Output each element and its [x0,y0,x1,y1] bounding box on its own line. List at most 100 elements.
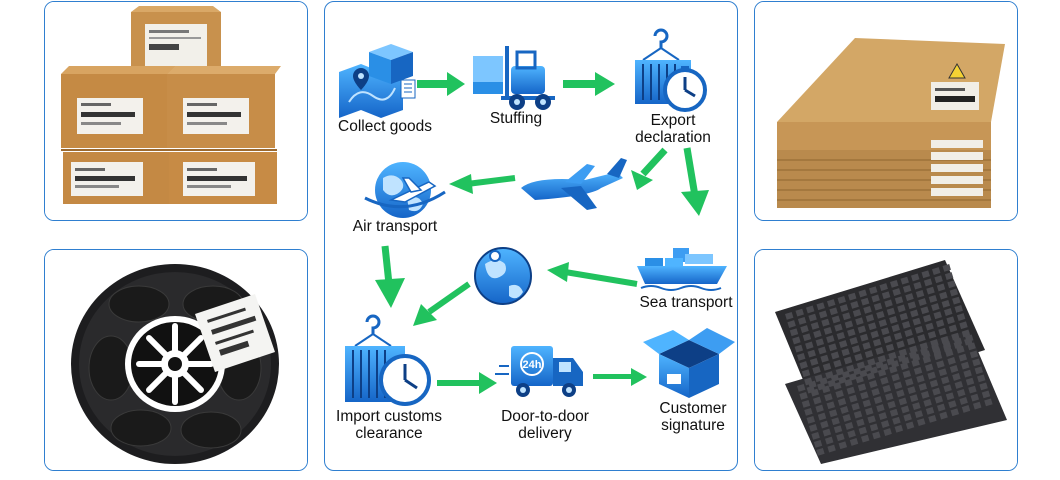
tray-pocket [906,337,916,346]
tray-pocket [851,402,860,411]
tray-pocket [914,325,924,334]
tray-pocket [885,343,895,352]
tray-pocket [844,378,853,387]
photo-ic-trays [754,249,1018,471]
tray-pocket [907,386,916,395]
tray-pocket [911,273,920,282]
tray-pocket [842,312,851,321]
tray-pocket [816,302,825,311]
tray-pocket [802,333,812,342]
tray-pocket [821,318,830,327]
tray-pocket [886,357,896,366]
tray-pocket [804,407,813,416]
tray-pocket [853,367,862,376]
tray-pocket [847,328,856,337]
tray-pocket [836,433,845,442]
tray-pocket [828,343,837,352]
tray-pocket [826,401,836,410]
tray-pocket [877,368,887,377]
tray-pocket [858,289,867,298]
tray-pocket [864,350,874,358]
tray-pocket [829,409,838,418]
tray-pocket [866,372,876,380]
tray-pocket [806,415,816,424]
tray-pocket [952,373,961,381]
tray-pocket [977,374,986,383]
tray-pocket [981,390,991,399]
tray-pocket [910,309,919,318]
tray-pocket [915,289,925,298]
tray-pocket [857,325,867,334]
tray-pocket [847,430,856,438]
tray-pocket [939,291,948,300]
tray-pocket [797,383,806,392]
tray-pocket [801,369,811,378]
tray-pocket [889,315,898,324]
step-import-customs-line1: Import customs [336,408,442,425]
tray-pocket [810,321,820,330]
tray-pocket [837,398,847,406]
tray-pocket [899,312,909,321]
tray-pocket [945,392,955,401]
tray-pocket [839,304,849,312]
tray-pocket [862,399,872,408]
tray-pocket [931,303,940,311]
tray-pocket [818,346,827,355]
tray-pocket [826,335,835,343]
tray-pocket [922,355,932,364]
tray-pocket [959,321,968,330]
tray-pocket [854,353,863,362]
tray-pocket [944,272,954,280]
tray-pocket [896,340,905,349]
tray-pocket [927,371,936,380]
tray-cells [785,263,993,456]
tray-pocket [882,384,892,393]
tray-pocket [933,311,942,320]
tray-pocket [857,383,867,392]
tray-pocket [833,359,842,368]
tray-pocket [808,380,817,389]
tray-pocket [948,324,958,333]
tray-pocket [801,399,811,408]
tray-pocket [921,390,930,399]
tray-pocket [913,281,922,290]
cardboard-boxes-image [45,2,307,220]
tray-pocket [855,317,864,326]
tray-pocket [871,388,880,396]
tray-pocket [818,310,828,319]
tray-pocket [897,354,907,363]
tray-pocket [815,338,825,347]
step-customer-signature: Customer signature [645,400,737,434]
tray-pocket [917,334,926,342]
tray-pocket [822,428,832,437]
tray-pocket [909,394,919,403]
tray-pocket [809,357,819,366]
tray-pocket [873,396,883,404]
photo-stacked-boxes [754,1,1018,221]
tray-pocket [947,357,956,365]
tray-pocket [923,314,932,323]
tray-pocket [845,422,854,430]
tray-pocket [889,365,898,374]
arrow-sea-to-globe [547,262,638,287]
tray-pocket [936,360,945,369]
tray-pocket [892,416,901,425]
step-stuffing: Stuffing [481,110,551,127]
tray-pocket [824,393,833,402]
tray-pocket [941,376,950,385]
tray-pocket [856,361,866,370]
tray-pocket [923,398,932,407]
tray-pocket [936,283,946,292]
tray-pocket [921,270,930,279]
arrow-air-to-import [375,245,405,308]
tray-pocket [905,293,914,301]
globe-icon [474,247,532,305]
tray-pocket [876,404,885,412]
tray-pocket [860,333,869,342]
tray-pocket [878,319,888,327]
tray-pocket [833,425,843,434]
tray-pocket [893,381,903,390]
tray-pocket [918,382,928,391]
tray-pocket [893,332,903,341]
tray-pocket [905,421,915,430]
